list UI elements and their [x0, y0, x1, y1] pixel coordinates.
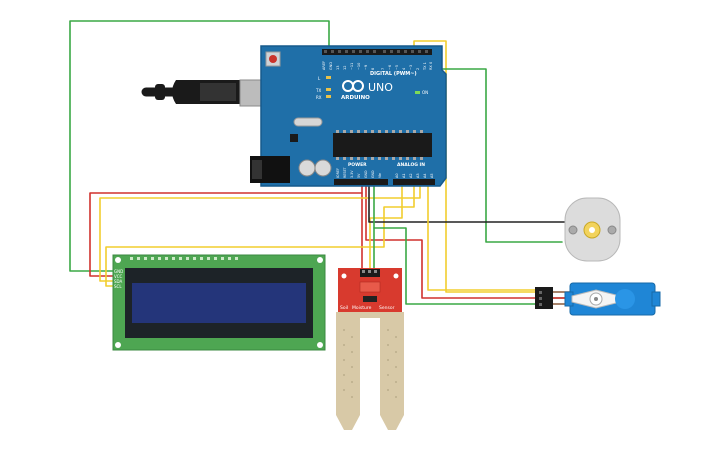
- digital-pin-holes: [324, 50, 428, 53]
- svg-text:GND: GND: [114, 269, 123, 274]
- power-pin-labels: IOREF RESET 3.3V 5V GND GND Vin: [336, 166, 382, 178]
- crystal-oscillator: [293, 117, 323, 127]
- wire-yellow-a4-sda[interactable]: [99, 183, 421, 282]
- analog-header[interactable]: [393, 179, 435, 185]
- wires: [69, 20, 566, 305]
- wire-red-5v-servo[interactable]: [365, 183, 536, 299]
- svg-text:~9: ~9: [364, 65, 368, 70]
- wire-green-gnd-sensor-servo[interactable]: [373, 183, 536, 305]
- svg-text:UNO: UNO: [368, 81, 393, 94]
- sensor-probe-dots: [343, 329, 397, 398]
- lcd-pin-labels: GND VCC SDA SCL: [114, 269, 123, 289]
- svg-text:7: 7: [381, 68, 385, 70]
- svg-text:~5: ~5: [395, 65, 399, 70]
- svg-text:Soil: Soil: [340, 305, 348, 311]
- svg-text:~6: ~6: [388, 65, 392, 70]
- on-led-label: ON: [422, 90, 428, 95]
- svg-text:5V: 5V: [357, 173, 361, 178]
- lcd-screen: [132, 283, 306, 323]
- svg-text:3.3V: 3.3V: [350, 170, 354, 178]
- svg-text:GND: GND: [329, 62, 333, 70]
- svg-text:4: 4: [402, 67, 406, 70]
- svg-text:TX 1: TX 1: [423, 62, 427, 71]
- svg-text:RX: RX: [316, 95, 322, 100]
- usb-chip: [290, 134, 298, 142]
- svg-text:8: 8: [371, 68, 375, 70]
- svg-text:A3: A3: [416, 173, 420, 178]
- svg-text:ARDUINO: ARDUINO: [341, 95, 370, 101]
- svg-text:A1: A1: [402, 173, 406, 178]
- wire-yellow-a5-scl[interactable]: [105, 183, 415, 287]
- lcd-display-module[interactable]: GND VCC SDA SCL: [112, 254, 326, 351]
- atmega-chip: [333, 133, 432, 157]
- arduino-logo: ARDUINO UNO: [341, 80, 393, 101]
- svg-text:VCC: VCC: [114, 274, 123, 279]
- svg-text:12: 12: [343, 66, 347, 70]
- power-header[interactable]: [334, 179, 388, 185]
- servo-motor[interactable]: [535, 282, 661, 316]
- wire-yellow-sensor-signal[interactable]: [369, 183, 403, 273]
- svg-text:Sensor: Sensor: [379, 305, 395, 311]
- wire-green-lcd-gnd[interactable]: [69, 20, 330, 272]
- dc-motor[interactable]: [564, 197, 621, 262]
- svg-text:GND: GND: [371, 170, 375, 178]
- svg-text:A2: A2: [409, 173, 413, 178]
- svg-text:L: L: [318, 76, 321, 81]
- capacitor-2: [314, 159, 332, 177]
- svg-text:~3: ~3: [409, 65, 413, 70]
- svg-text:GND: GND: [364, 170, 368, 178]
- svg-text:SCL: SCL: [114, 284, 122, 289]
- status-leds: L TX RX: [315, 76, 322, 100]
- svg-text:SDA: SDA: [114, 279, 123, 284]
- wire-black-gnd-motor[interactable]: [368, 183, 566, 223]
- svg-text:TX: TX: [315, 88, 321, 93]
- svg-text:Vin: Vin: [378, 173, 382, 178]
- svg-text:~11: ~11: [350, 63, 354, 70]
- svg-text:~10: ~10: [357, 63, 361, 70]
- wire-red-5v-lcd[interactable]: [89, 183, 363, 277]
- svg-text:Moisture: Moisture: [352, 305, 372, 311]
- wire-green-pin-to-motor[interactable]: [417, 68, 563, 243]
- servo-connector[interactable]: [535, 287, 553, 309]
- svg-text:AREF: AREF: [322, 61, 326, 70]
- svg-text:RESET: RESET: [343, 166, 347, 178]
- capacitor-1: [298, 159, 316, 177]
- arduino-uno-board[interactable]: AREF GND 13 12 ~11 ~10 ~9 8 7 ~6 ~5 4 ~3…: [250, 45, 447, 187]
- svg-text:A4: A4: [423, 173, 427, 178]
- svg-text:IOREF: IOREF: [336, 168, 340, 178]
- soil-moisture-sensor[interactable]: Soil Moisture Sensor: [336, 268, 404, 430]
- svg-text:2: 2: [416, 68, 420, 70]
- wire-yellow-a1-servo[interactable]: [427, 183, 536, 291]
- svg-text:RX 0: RX 0: [429, 62, 433, 70]
- digital-section-label: DIGITAL (PWM~): [370, 71, 417, 77]
- svg-text:A0: A0: [395, 173, 399, 178]
- usb-cable: [141, 79, 271, 107]
- svg-text:13: 13: [336, 66, 340, 70]
- svg-text:A5: A5: [430, 173, 434, 178]
- lcd-header-pins: [130, 257, 238, 260]
- analog-pin-labels: A0 A1 A2 A3 A4 A5: [395, 173, 434, 178]
- digital-pin-labels: AREF GND 13 12 ~11 ~10 ~9 8 7 ~6 ~5 4 ~3…: [322, 61, 433, 71]
- analog-section-label: ANALOG IN: [397, 162, 425, 168]
- wire-yellow-pin-to-servo[interactable]: [413, 40, 536, 293]
- sensor-label: Soil Moisture Sensor: [340, 305, 395, 311]
- digital-header[interactable]: [322, 49, 432, 55]
- power-section-label: POWER: [348, 162, 367, 168]
